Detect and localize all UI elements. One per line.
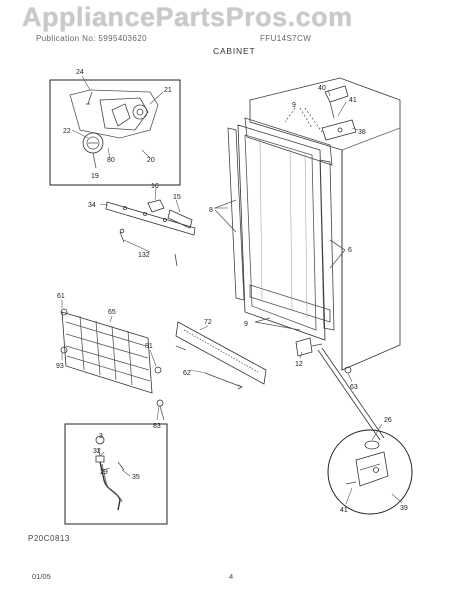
label-24: 24 [76,69,84,76]
label-32: 32 [93,448,101,455]
label-19: 19 [91,173,99,180]
label-72: 72 [204,319,212,326]
label-132: 132 [138,252,150,259]
part-number-labels: 24 21 22 80 20 19 16 15 34 132 40 41 38 … [56,69,408,514]
cabinet-body [227,77,401,371]
label-61: 61 [57,293,65,300]
label-40: 40 [318,85,326,92]
label-21: 21 [164,87,172,94]
label-6: 6 [348,247,352,254]
label-80: 80 [107,157,115,164]
section-title: CABINET [213,46,256,56]
label-38: 38 [358,129,366,136]
label-16: 16 [151,183,159,190]
bottom-hinge [295,337,385,441]
wiring-inset [64,423,168,525]
label-35: 35 [132,474,140,481]
top-hinge [321,85,357,141]
label-15: 15 [173,194,181,201]
label-41: 41 [349,97,357,104]
label-8: 8 [209,207,213,214]
watermark: AppliancePartsPros.com [22,2,353,32]
hinge-detail-circle [327,429,413,515]
toe-grille [175,321,267,390]
label-81: 81 [145,343,153,350]
drawing-number: P20C0813 [28,534,70,543]
label-41-detail: 41 [340,507,348,514]
label-9-top: 9 [292,102,296,109]
label-29: 29 [100,469,108,476]
page-number: 4 [229,572,234,581]
label-65: 65 [108,309,116,316]
footer-date: 01/05 [32,572,51,581]
leader-lines [61,75,403,505]
publication-number: Publication No: 5995403620 [36,34,147,43]
label-34: 34 [88,202,96,209]
label-83: 83 [153,423,161,430]
label-9-bottom: 9 [244,321,248,328]
control-inset [49,79,181,186]
label-3: 3 [99,433,103,440]
base-grille [60,308,165,421]
label-22: 22 [63,128,71,135]
label-93: 93 [56,363,64,370]
label-26: 26 [384,417,392,424]
label-63: 63 [350,384,358,391]
label-20: 20 [147,157,155,164]
model-number: FFU14S7CW [260,34,312,43]
label-12: 12 [295,361,303,368]
label-39: 39 [400,505,408,512]
upper-hinge-assembly [105,199,196,267]
label-62: 62 [183,370,191,377]
